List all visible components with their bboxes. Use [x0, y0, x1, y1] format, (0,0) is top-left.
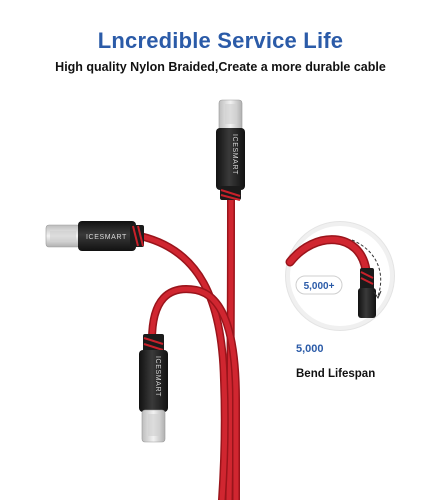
bend-badge: 5,000+ [304, 281, 335, 292]
bend-arrow-icon [351, 239, 382, 297]
brand-mark-left: ICESMART [86, 234, 127, 241]
page-title: Lncredible Service Life [97, 28, 344, 53]
bend-lifespan-label: Bend Lifespan [296, 368, 376, 380]
lightning-connector-icon: ICESMART [45, 221, 144, 251]
page-subtitle: High quality Nylon Braided,Create a more… [55, 60, 386, 74]
bend-count: 5,000 [296, 343, 324, 355]
lightning-connector-icon: ICESMART [139, 334, 168, 443]
bend-detail-circle: 5,000+ [285, 221, 395, 331]
cable-braid [136, 192, 241, 500]
lightning-connector-icon: ICESMART [216, 99, 245, 201]
brand-mark-bottom: ICESMART [154, 356, 161, 397]
brand-mark-top: ICESMART [231, 134, 238, 175]
